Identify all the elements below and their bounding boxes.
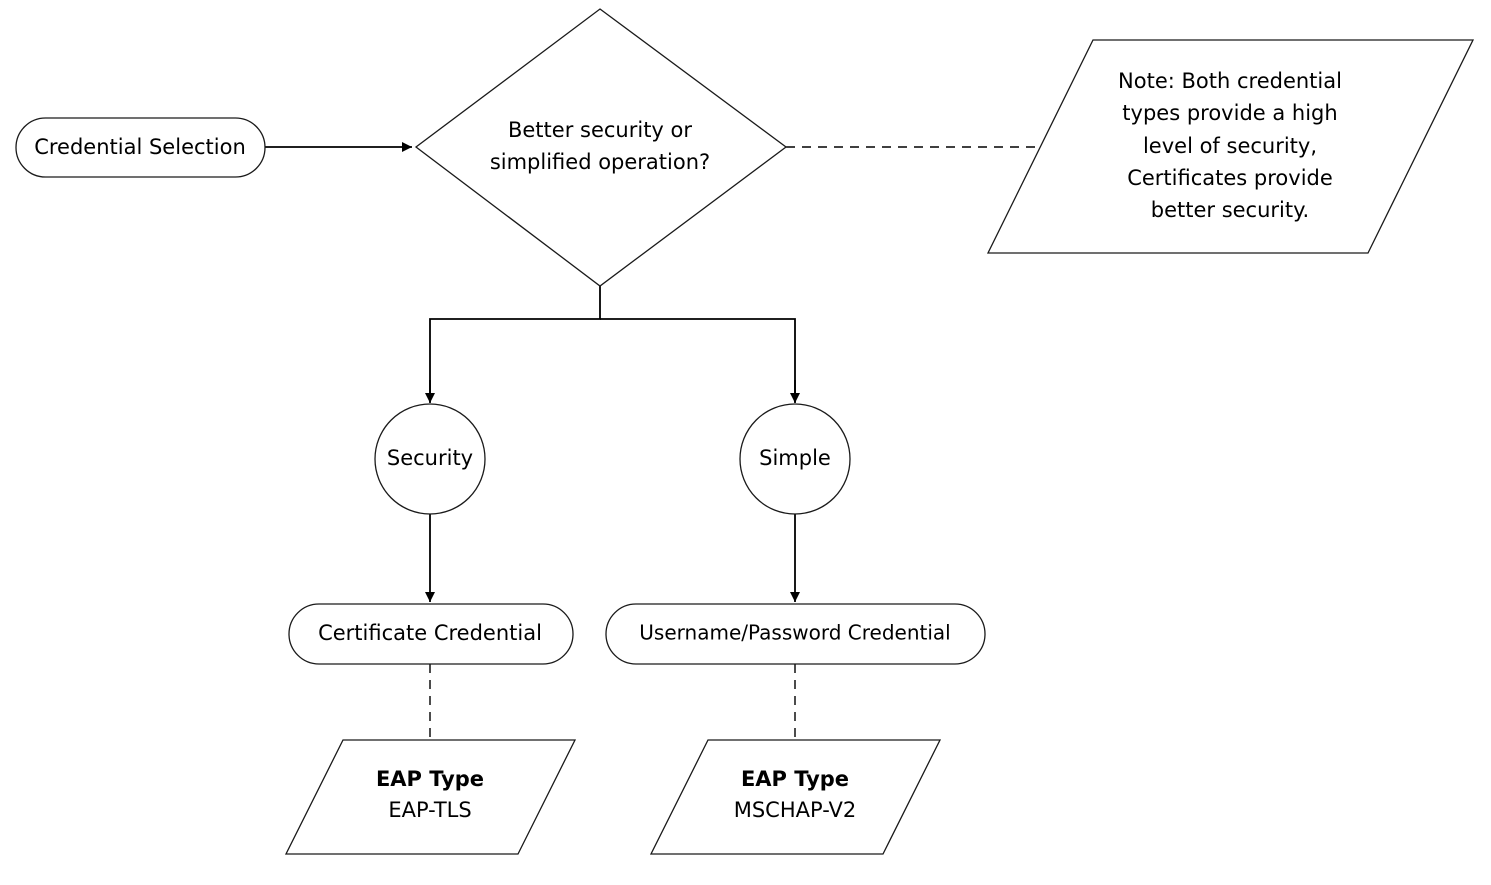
simple-label: Simple <box>759 446 831 470</box>
note-parallelogram <box>986 39 1475 254</box>
eap-tls-value: EAP-TLS <box>388 798 471 822</box>
certificate-credential-label: Certificate Credential <box>318 621 542 645</box>
mschap-v2-node: EAP Type MSCHAP-V2 <box>649 739 942 855</box>
note-line-3: level of security, <box>1143 134 1317 158</box>
decision-node: Better security or simplified operation? <box>414 8 788 287</box>
start-node: Credential Selection <box>15 117 266 178</box>
start-node-shape <box>15 117 266 178</box>
eap-tls-parallelogram <box>284 739 577 855</box>
mschap-v2-value: MSCHAP-V2 <box>734 798 857 822</box>
simple-choice-node: Simple <box>739 403 851 515</box>
mschap-v2-heading: EAP Type <box>741 767 849 791</box>
certificate-credential-shape <box>288 603 574 665</box>
connector-decision-to-security <box>429 286 601 402</box>
username-password-credential-label: Username/Password Credential <box>639 621 950 645</box>
note-line-2: types provide a high <box>1122 101 1337 125</box>
decision-diamond <box>414 8 788 287</box>
decision-label-line-1: Better security or <box>508 118 692 142</box>
simple-circle <box>739 403 851 515</box>
security-circle <box>374 403 486 515</box>
note-node: Note: Both credential types provide a hi… <box>986 39 1475 254</box>
certificate-credential-node: Certificate Credential <box>288 603 574 665</box>
decision-label-line-2: simplified operation? <box>490 150 710 174</box>
start-node-label: Credential Selection <box>34 135 246 159</box>
note-line-1: Note: Both credential <box>1118 69 1342 93</box>
note-line-4: Certificates provide <box>1127 166 1333 190</box>
connector-decision-to-simple <box>600 318 796 402</box>
username-password-credential-shape <box>605 603 986 665</box>
mschap-v2-parallelogram <box>649 739 942 855</box>
eap-tls-heading: EAP Type <box>376 767 484 791</box>
security-label: Security <box>387 446 473 470</box>
note-line-5: better security. <box>1151 198 1309 222</box>
eap-tls-node: EAP Type EAP-TLS <box>284 739 577 855</box>
username-password-credential-node: Username/Password Credential <box>605 603 986 665</box>
security-choice-node: Security <box>374 403 486 515</box>
